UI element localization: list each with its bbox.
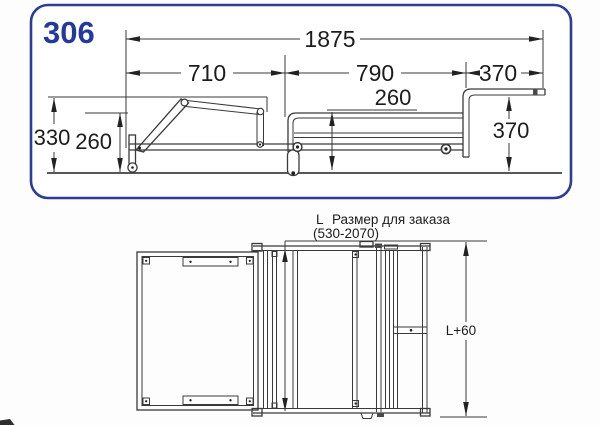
order-size-range: (530-2070) — [313, 226, 379, 241]
dimension-order-size — [282, 241, 288, 411]
dimension-height-260-seat: 260 — [329, 85, 411, 170]
dim-label-1875: 1875 — [304, 26, 355, 52]
dim-label-330: 330 — [34, 125, 71, 150]
crossbar — [393, 326, 427, 334]
dim-label-710: 710 — [188, 60, 226, 86]
side-view-panel: 306 1875 — [29, 3, 573, 200]
main-frame-outline — [251, 240, 431, 419]
dimension-height-260-left: 260 — [75, 113, 123, 172]
dim-label-370-top: 370 — [479, 60, 517, 86]
model-number-label: 306 — [43, 15, 95, 50]
overall-length-label: L+60 — [446, 323, 476, 338]
dim-label-370-right: 370 — [493, 118, 530, 143]
bolt-head — [533, 88, 538, 95]
dim-label-260-seat: 260 — [375, 85, 412, 110]
foot-pad — [360, 412, 374, 419]
blue-rounded-border — [29, 3, 573, 200]
mounting-plate — [182, 257, 239, 267]
dimension-overall-length — [463, 242, 469, 416]
dimension-sections: 710 790 370 — [126, 60, 543, 86]
mounting-plate — [182, 395, 239, 405]
front-leg — [286, 149, 300, 177]
dim-label-260-left: 260 — [75, 129, 112, 154]
extension-lines — [48, 30, 544, 148]
armrest-frame — [462, 88, 546, 158]
folded-section-outline — [136, 251, 259, 411]
dimension-height-370: 370 — [493, 97, 530, 171]
scan-artifact — [0, 419, 15, 425]
dimension-total-width: 1875 — [126, 26, 543, 52]
dimension-height-330: 330 — [34, 98, 71, 172]
top-view-panel: L Размер для заказа (530-2070) L+60 — [136, 212, 487, 419]
seat-frame — [286, 112, 463, 177]
pivot-joint — [256, 107, 265, 116]
pivot-joint — [180, 98, 189, 107]
order-size-label: Размер для заказа — [332, 212, 450, 227]
order-size-prefix: L — [316, 212, 324, 227]
latch-tab — [359, 240, 374, 248]
dim-label-790: 790 — [356, 60, 394, 86]
side-rails — [263, 250, 278, 409]
